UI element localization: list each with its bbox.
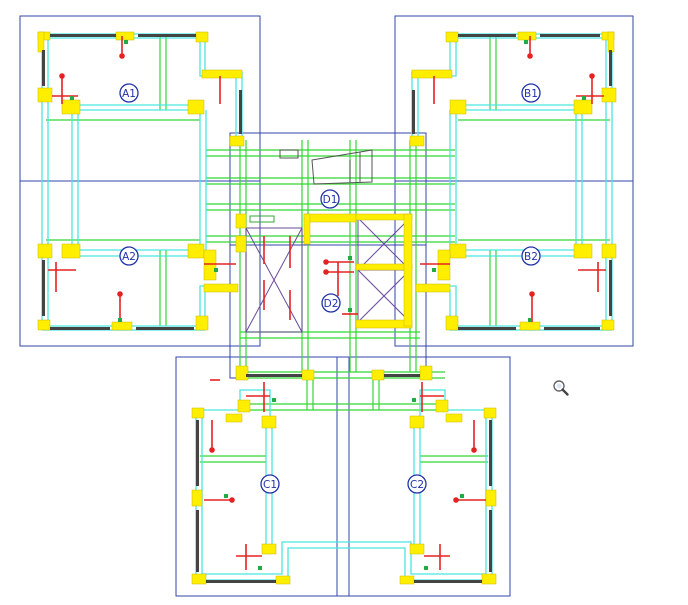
- zone-label-d1-text: D1: [323, 194, 338, 206]
- zone-label-b1-text: B1: [524, 88, 538, 100]
- tick-marks: [70, 40, 586, 570]
- zone-label-d2-text: D2: [324, 298, 339, 310]
- zone-label-c1: C1: [260, 474, 280, 494]
- beam-lines: [46, 36, 610, 463]
- zone-label-c2-text: C2: [410, 479, 424, 491]
- frame-c: [175, 356, 511, 597]
- zone-label-b1: B1: [521, 83, 541, 103]
- zone-label-a1-text: A1: [122, 88, 136, 100]
- frame-d: [229, 132, 427, 379]
- zone-label-d2: D2: [321, 293, 341, 313]
- zone-label-d1: D1: [320, 189, 340, 209]
- zone-label-c2: C2: [407, 474, 427, 494]
- zone-label-a2-text: A2: [122, 251, 136, 263]
- core-shafts: [245, 149, 411, 333]
- hatched-walls: [42, 34, 612, 583]
- zone-label-b2-text: B2: [524, 251, 538, 263]
- zone-label-a2: A2: [119, 246, 139, 266]
- zone-frames: [19, 15, 634, 597]
- zone-label-a1: A1: [119, 83, 139, 103]
- zone-label-c1-text: C1: [263, 479, 277, 491]
- zone-label-b2: B2: [521, 246, 541, 266]
- shear-walls: [41, 33, 613, 581]
- magnifier-icon[interactable]: [551, 378, 571, 398]
